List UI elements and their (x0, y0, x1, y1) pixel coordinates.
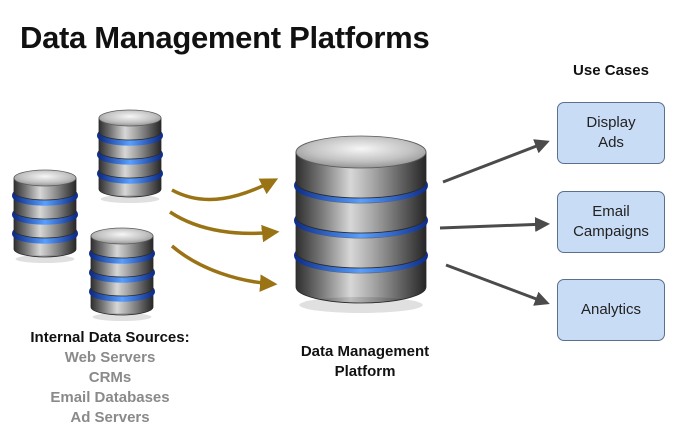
internal-data-sources-label: Internal Data Sources: Web Servers CRMs … (20, 328, 200, 428)
use-case-email-campaigns-box: Email Campaigns (557, 191, 665, 253)
web-servers-database-icon (97, 109, 163, 203)
email-database-icon (89, 227, 155, 321)
source-item-ad-servers: Ad Servers (70, 409, 150, 426)
cylinder-shadow (100, 195, 160, 203)
data-management-platform-database-icon (294, 135, 428, 313)
cylinder-shadow (15, 255, 75, 263)
platform-label-line: Platform (334, 363, 396, 380)
cylinder-top (98, 109, 162, 127)
outbound-arrow (442, 139, 550, 184)
source-item-email-databases: Email Databases (50, 389, 170, 406)
source-item-crms: CRMs (88, 369, 132, 386)
page-title: Data Management Platforms (20, 20, 430, 55)
use-case-label: Email (592, 203, 630, 220)
use-case-label: Ads (598, 134, 624, 151)
use-case-display-ads-box: Display Ads (557, 102, 665, 164)
use-case-analytics-box: Analytics (557, 279, 665, 341)
outbound-arrow (445, 263, 550, 306)
cylinder-shadow (92, 313, 152, 321)
cylinder-top (90, 227, 154, 245)
use-case-label: Analytics (580, 301, 642, 318)
inbound-arrow (170, 244, 278, 292)
platform-label: Data Management Platform (285, 342, 445, 382)
inbound-arrow (169, 210, 280, 243)
cylinder-shadow (299, 297, 423, 313)
use-case-label: Display (586, 114, 636, 131)
use-cases-heading: Use Cases (573, 62, 649, 79)
sources-heading: Internal Data Sources: (30, 329, 190, 346)
source-item-web-servers: Web Servers (64, 349, 156, 366)
cylinder-top (13, 169, 77, 187)
outbound-arrow (439, 216, 550, 232)
inbound-arrow (171, 178, 279, 202)
cylinder-top (295, 135, 427, 169)
crm-database-icon (12, 169, 78, 263)
use-case-label: Campaigns (573, 223, 649, 240)
platform-label-line: Data Management (300, 343, 430, 360)
